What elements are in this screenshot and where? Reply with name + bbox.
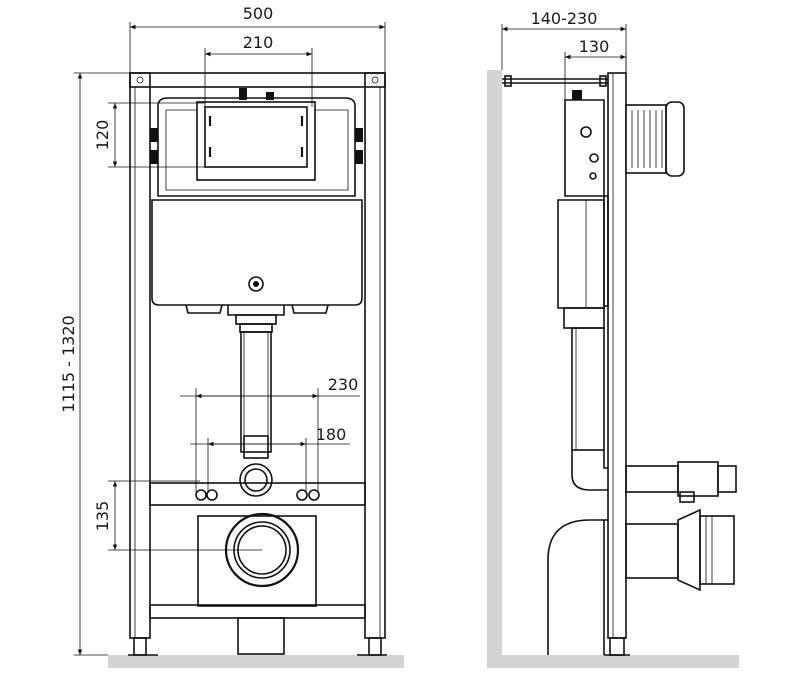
side-frame <box>604 72 630 656</box>
dim-depth-range: 140-230 <box>531 9 598 28</box>
front-flush-pipe <box>239 331 273 497</box>
dim-total-width-group <box>129 22 386 73</box>
side-cistern <box>557 90 685 329</box>
side-flush-pipe <box>571 327 737 503</box>
dim-depth-group <box>564 52 627 100</box>
dim-bolt-inner: 180 <box>316 425 347 444</box>
front-floor <box>108 655 404 668</box>
dim-outlet-height-group <box>108 480 262 551</box>
side-view: 140-230 130 <box>487 9 739 668</box>
front-outlet <box>149 512 366 655</box>
dim-total-width: 500 <box>243 4 274 23</box>
dim-bolt-outer: 230 <box>328 375 359 394</box>
dim-frame-height-group <box>74 72 130 656</box>
dim-depth: 130 <box>579 37 610 56</box>
dim-plate-width: 210 <box>243 33 274 52</box>
side-outlet <box>547 508 735 655</box>
dim-bolt-outer-group <box>180 388 360 492</box>
dim-bolt-inner-group <box>190 438 350 492</box>
dim-frame-height: 1115 - 1320 <box>59 315 78 412</box>
front-crossbar <box>149 482 366 506</box>
side-wall <box>487 70 502 668</box>
side-floor <box>487 655 739 668</box>
dim-plate-height-group <box>108 102 205 168</box>
front-frame <box>128 72 387 656</box>
front-view: 500 210 120 1115 - 1320 230 <box>59 4 404 668</box>
dim-outlet-height: 135 <box>93 501 112 532</box>
front-cistern <box>150 88 363 333</box>
side-wall-anchor <box>502 75 608 87</box>
dim-plate-width-group <box>204 48 313 107</box>
dim-plate-height: 120 <box>93 120 112 151</box>
